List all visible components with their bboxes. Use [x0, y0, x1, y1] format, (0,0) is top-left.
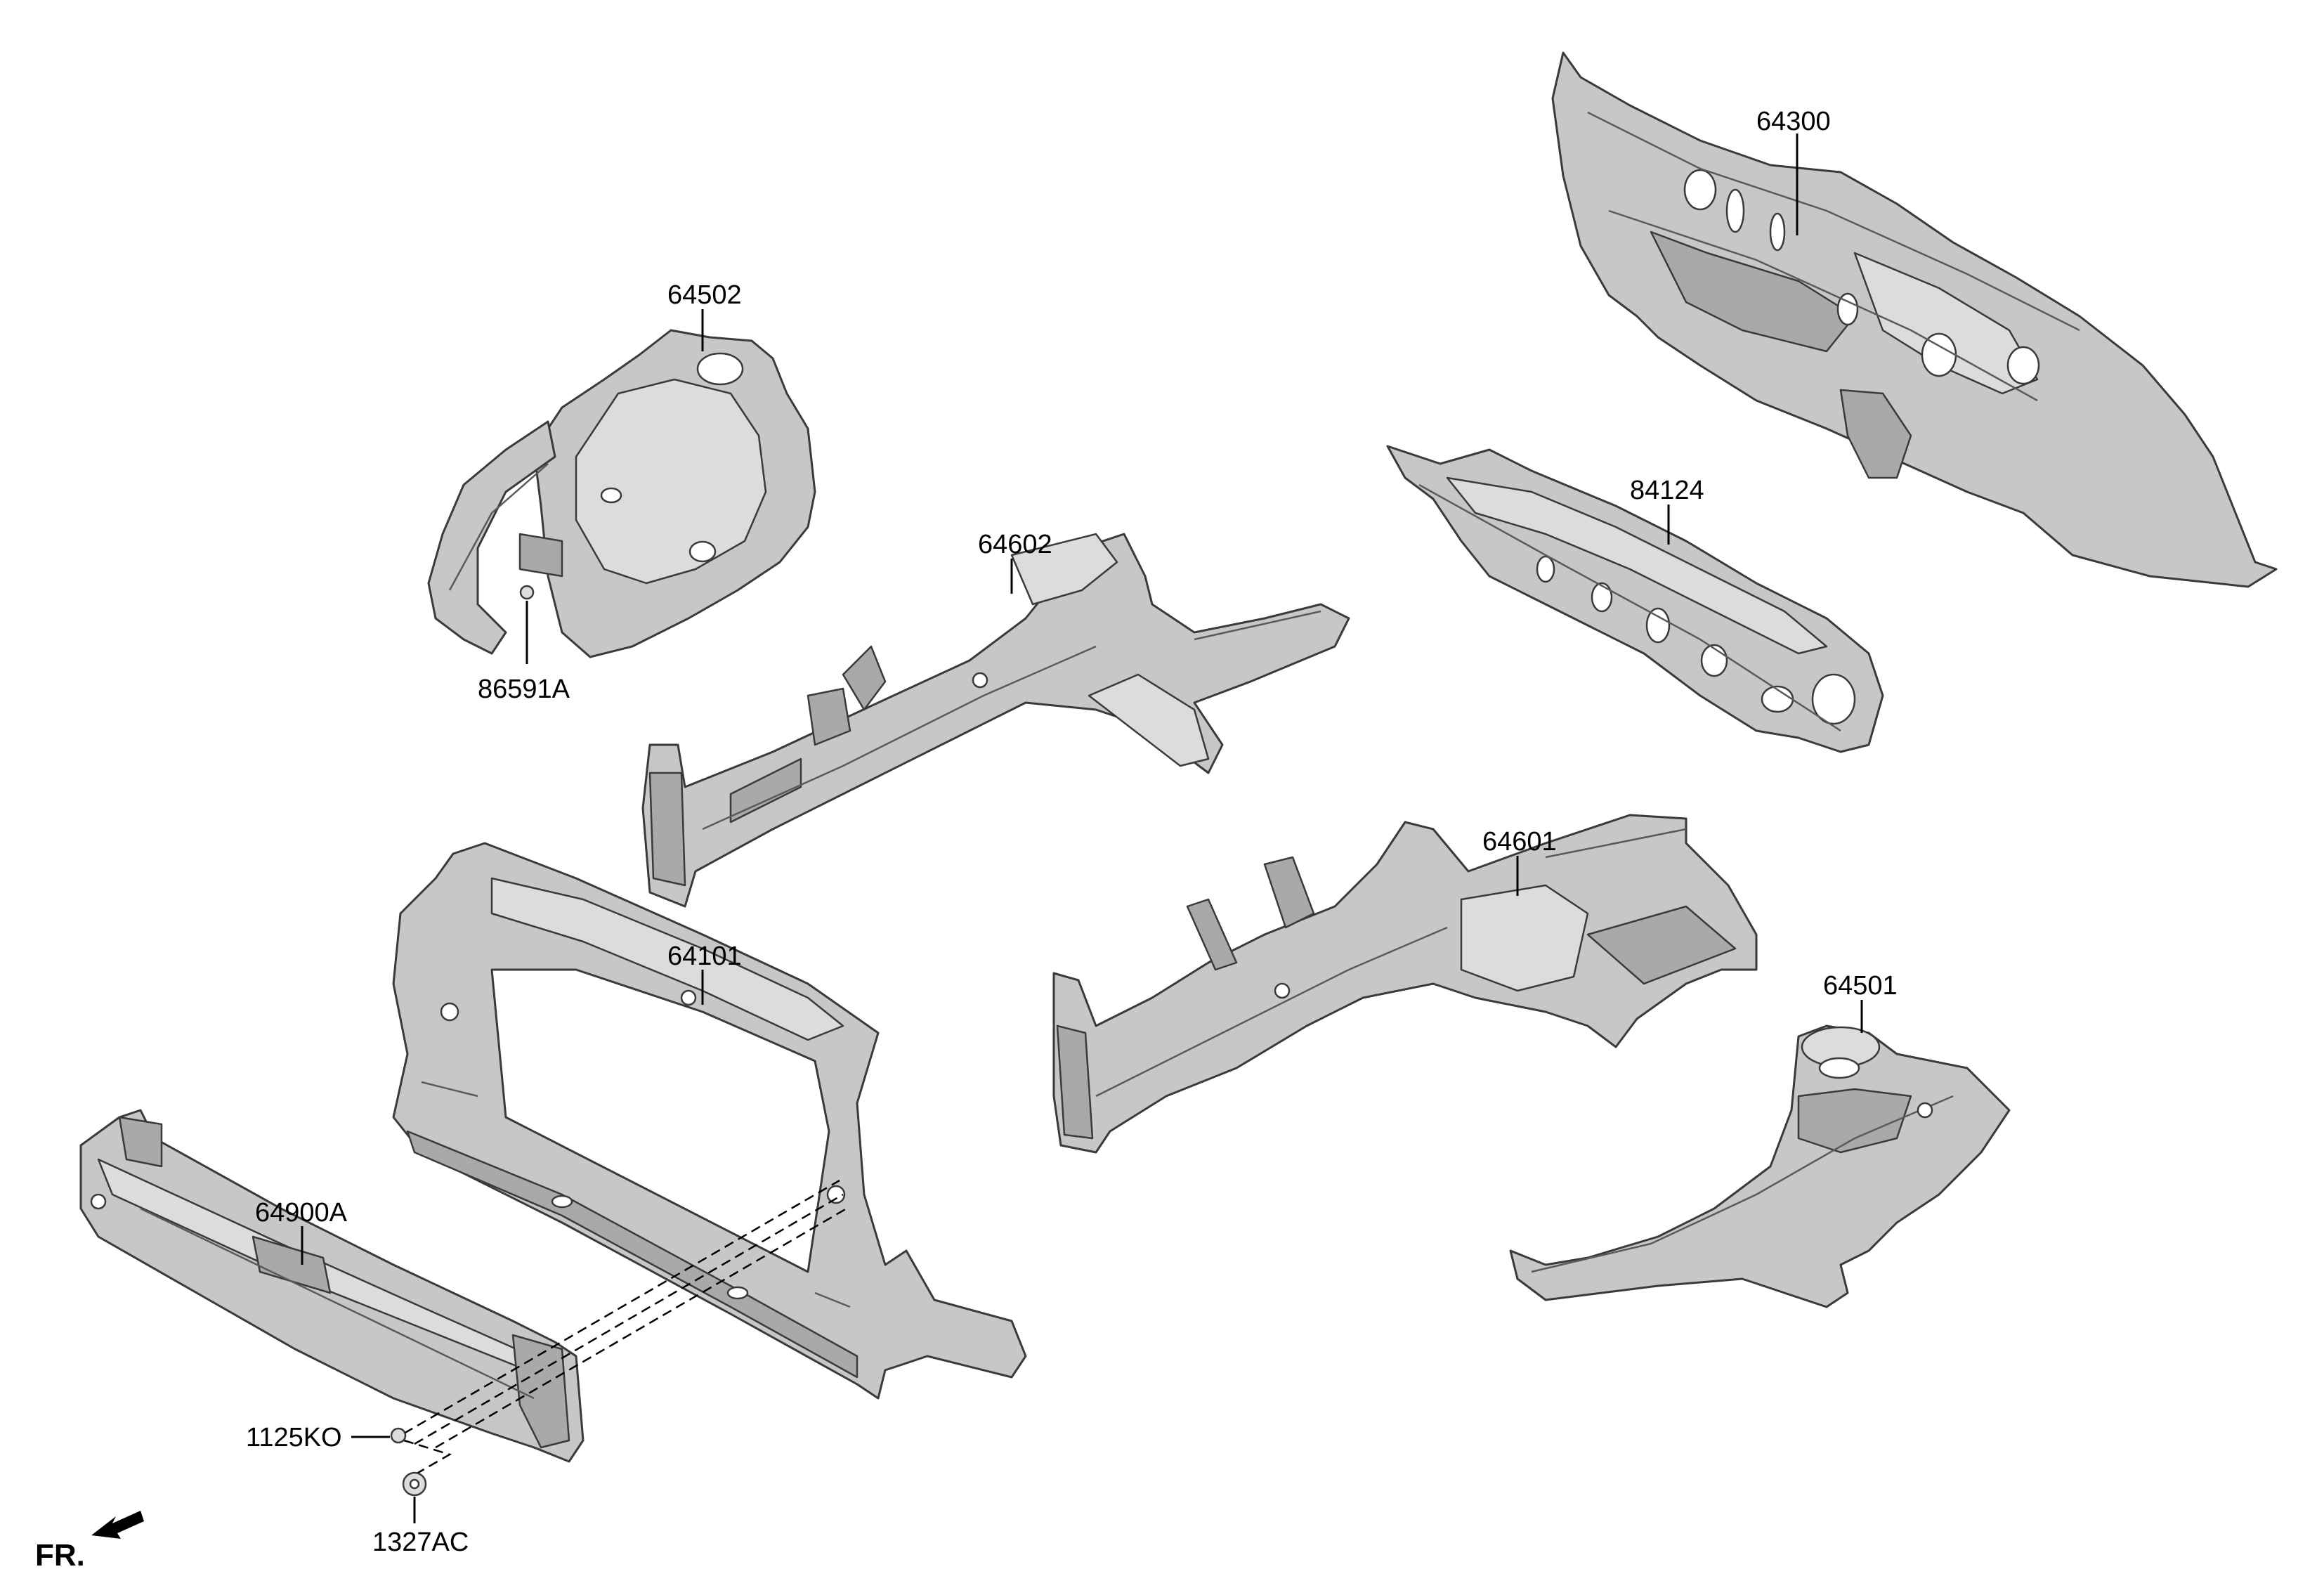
part-86591A-clip[interactable] — [519, 585, 535, 600]
front-label: FR. — [35, 1538, 85, 1573]
callout-86591A[interactable]: 86591A — [478, 675, 570, 704]
part-64101-carrier[interactable] — [392, 842, 1027, 1400]
front-direction-indicator: FR. — [35, 1511, 144, 1573]
callout-64601[interactable]: 64601 — [1482, 827, 1557, 857]
part-64300-dash-panel[interactable] — [1551, 51, 2278, 588]
part-84124-cowl-cross[interactable] — [1386, 445, 1884, 753]
part-64501-wheel-house-lh[interactable] — [1509, 1024, 2011, 1308]
callout-64101[interactable]: 64101 — [667, 942, 742, 971]
callout-84124[interactable]: 84124 — [1630, 476, 1704, 505]
part-1327AC-nut[interactable] — [402, 1471, 427, 1497]
part-1125KO-bolt[interactable] — [390, 1427, 407, 1444]
part-64502-wheel-house-rh[interactable] — [427, 329, 816, 658]
callout-64501[interactable]: 64501 — [1823, 971, 1898, 1001]
callout-64602[interactable]: 64602 — [978, 530, 1052, 559]
callout-1125KO[interactable]: 1125KO — [246, 1423, 342, 1452]
assembly-lines — [403, 1179, 847, 1477]
callout-64900A[interactable]: 64900A — [255, 1198, 348, 1228]
front-arrow-icon — [91, 1511, 144, 1539]
callout-64502[interactable]: 64502 — [667, 280, 742, 310]
part-64601-side-member-lh[interactable] — [1052, 814, 1758, 1154]
callout-64300[interactable]: 64300 — [1756, 107, 1831, 136]
callout-1327AC[interactable]: 1327AC — [372, 1528, 469, 1557]
part-64602-side-member-rh[interactable] — [641, 533, 1350, 908]
